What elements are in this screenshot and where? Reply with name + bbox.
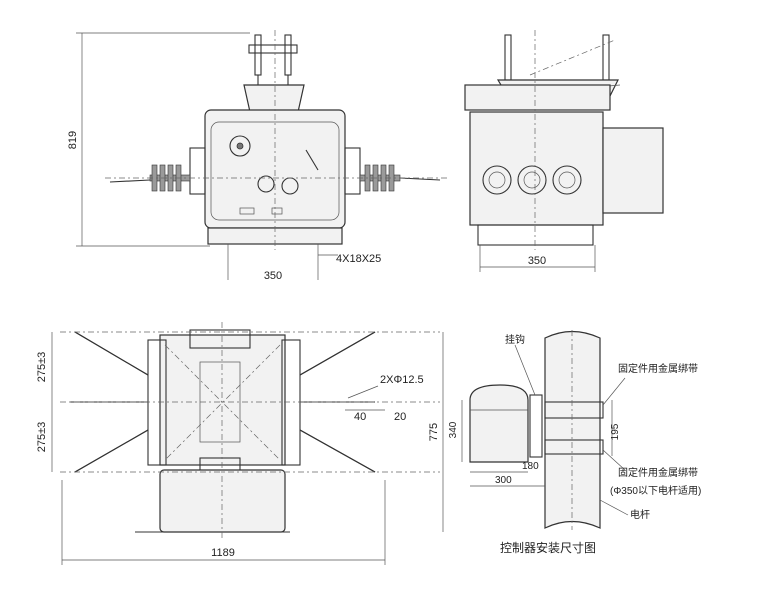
side-bolt-right (602, 34, 610, 81)
top-view (60, 322, 440, 540)
dim-350-side: 350 (528, 255, 546, 267)
dim-300: 300 (495, 475, 512, 486)
dim-40: 40 (354, 411, 366, 423)
dim-2x-holes: 2XΦ12.5 (380, 374, 424, 386)
front-bolt-right (284, 34, 292, 76)
top-insulator-lower-left (74, 429, 149, 473)
front-indicator-1 (229, 135, 251, 157)
controller-labels: 挂钩 固定件用金属绑带 固定件用金属绑带 (Φ350以下电杆适用) 电杆 控制器… (500, 333, 701, 555)
controller-mounting (469, 330, 604, 530)
front-bushing-left (189, 147, 206, 195)
front-view (105, 30, 450, 250)
dim-350-front: 350 (264, 270, 282, 282)
label-band-bottom: 固定件用金属绑带 (618, 466, 698, 479)
top-insulator-lower-right (299, 429, 376, 473)
dim-340: 340 (448, 421, 459, 438)
controller-caption: 控制器安装尺寸图 (500, 540, 596, 555)
top-dimensions: 275±3 275±3 2XΦ12.5 40 20 775 1189 (36, 332, 444, 565)
front-enclosure (204, 109, 346, 229)
metal-band-lower (544, 439, 604, 455)
watermark-band (0, 280, 769, 322)
dim-20: 20 (394, 411, 406, 423)
top-insulator-upper-right (299, 331, 376, 376)
side-terminal-3 (552, 165, 582, 195)
dim-275-upper: 275±3 (36, 352, 48, 383)
dim-180: 180 (522, 461, 539, 472)
side-terminal-2 (517, 165, 547, 195)
side-dimensions: 350 (479, 245, 596, 272)
side-bolt-left (504, 34, 512, 81)
controller-box (469, 384, 529, 463)
controller-bracket (529, 394, 543, 458)
pole (544, 330, 601, 529)
dim-1189: 1189 (211, 547, 235, 559)
top-insulator-upper-left (74, 331, 149, 376)
front-mount-bracket (243, 84, 305, 113)
front-clamp (248, 44, 298, 54)
front-bushing-right (344, 147, 361, 195)
label-hook: 挂钩 (505, 333, 525, 346)
top-enclosure (159, 334, 286, 466)
side-view (464, 30, 664, 250)
front-handle (305, 149, 319, 171)
label-band-top: 固定件用金属绑带 (618, 362, 698, 375)
side-terminal-1 (482, 165, 512, 195)
side-cover (602, 127, 664, 214)
front-door (210, 121, 340, 221)
controller-dimensions: 340 180 300 195 (448, 400, 621, 487)
side-base (477, 224, 594, 246)
front-bolt-left (254, 34, 262, 76)
dim-775: 775 (428, 423, 440, 441)
side-enclosure (469, 111, 604, 226)
label-pole: 电杆 (630, 508, 650, 521)
side-top-frame (464, 84, 611, 111)
dim-195: 195 (610, 423, 621, 440)
metal-band-upper (544, 401, 604, 419)
dim-holes: 4X18X25 (336, 253, 381, 265)
front-indicator-2 (257, 175, 275, 193)
dim-275-lower: 275±3 (36, 422, 48, 453)
top-controller-base (159, 469, 286, 533)
label-band-note: (Φ350以下电杆适用) (610, 484, 701, 497)
dim-819: 819 (67, 131, 79, 149)
